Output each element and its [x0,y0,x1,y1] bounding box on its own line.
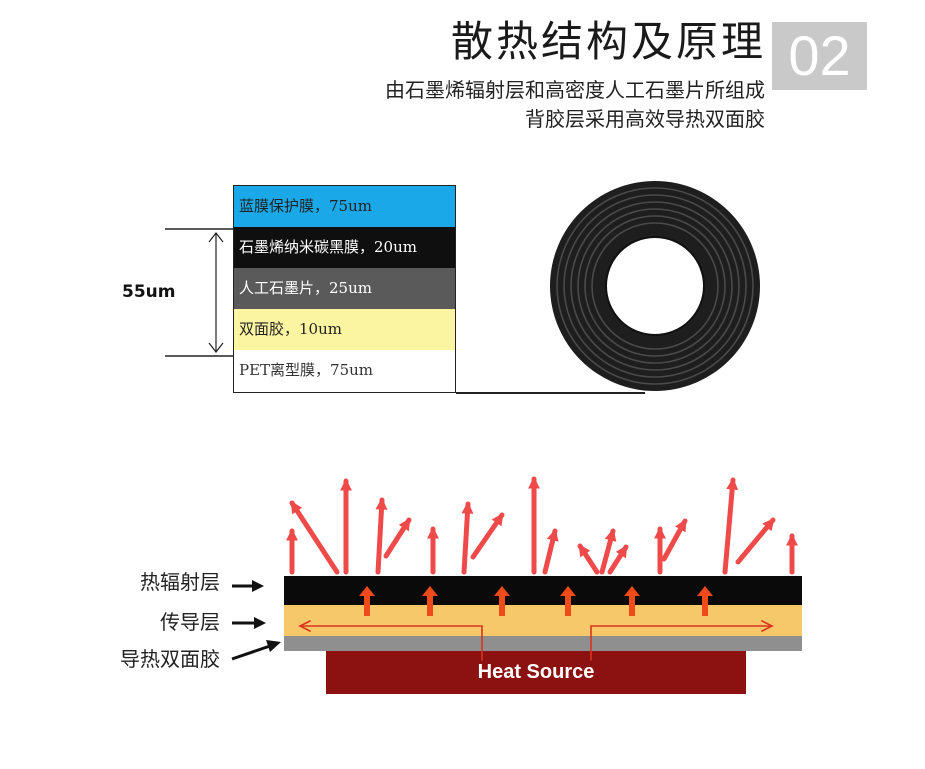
radiation-arrows [285,476,799,575]
radiation-arrow [375,497,388,575]
conduction-arrow [422,586,438,616]
heat-source-label: Heat Source [477,661,595,683]
adhesive-layer-label: 导热双面胶 [120,647,220,671]
radiation-arrow [607,544,629,575]
subtitle-line-1: 由石墨烯辐射层和高密度人工石墨片所组成 [385,78,765,102]
conduction-arrow [494,586,510,616]
radiation-arrow [461,501,474,575]
conduction-arrow [697,586,713,616]
dimension-arrow-up [208,232,224,243]
heat-flow-left-head [298,620,311,632]
radiation-arrow [542,528,559,575]
radiation-arrow [599,528,617,575]
layer-blue-protective-film: 蓝膜保护膜，75um [234,186,455,227]
pointer-radiation-head [252,580,264,592]
conduction-arrow [359,586,375,616]
roll-core-hole [606,237,704,335]
layer-label: 双面胶，10um [239,320,342,338]
thickness-label: 55um [122,282,176,302]
layer-label: PET离型膜，75um [239,361,374,379]
radiation-arrow [289,500,340,575]
layer-graphene-carbon-film: 石墨烯纳米碳黑膜，20um [234,227,455,268]
radiation-arrow [735,517,776,565]
radiation-layer-label: 热辐射层 [140,570,220,594]
layer-artificial-graphite: 人工石墨片，25um [234,268,455,309]
conduction-arrow [624,586,640,616]
conduction-layer-label: 传导层 [160,610,220,634]
heat-radiation-layer [284,576,802,605]
roll-winding-rings [556,187,754,385]
radiation-arrow [661,518,688,562]
layer-double-sided-tape: 双面胶，10um [234,309,455,350]
page-title: 散热结构及原理 [450,17,766,66]
layer-label: 蓝膜保护膜，75um [239,197,372,215]
roll-core-edge [605,236,705,336]
layer-label: 石墨烯纳米碳黑膜，20um [239,238,417,256]
heat-flow-right-head [761,620,774,632]
heat-flow-lines [298,620,774,661]
radiation-arrow [383,517,412,559]
conduction-layer [284,605,802,636]
label-pointers [231,580,281,661]
graphite-roll-image [456,181,760,394]
layer-pet-release-film: PET离型膜，75um [234,350,455,391]
conduction-arrows [359,586,713,616]
radiation-arrow [577,543,600,575]
pointer-adhesive-head [266,640,281,652]
subtitle-line-2: 背胶层采用高效导热双面胶 [525,107,765,131]
heat-flow-left [301,625,483,661]
heat-flow-right [590,625,771,661]
conduction-arrow [560,586,576,616]
radiation-arrow [722,477,739,575]
pointer-conduction-head [254,617,266,629]
dimension-arrow-down [208,342,224,353]
section-number-badge: 02 [772,22,867,90]
heat-source-block [326,651,746,694]
radiation-arrow [470,512,505,560]
adhesive-layer [284,636,802,651]
layer-stack: 蓝膜保护膜，75um 石墨烯纳米碳黑膜，20um 人工石墨片，25um 双面胶，… [233,185,456,393]
pointer-adhesive [231,644,271,661]
layer-label: 人工石墨片，25um [239,279,372,297]
